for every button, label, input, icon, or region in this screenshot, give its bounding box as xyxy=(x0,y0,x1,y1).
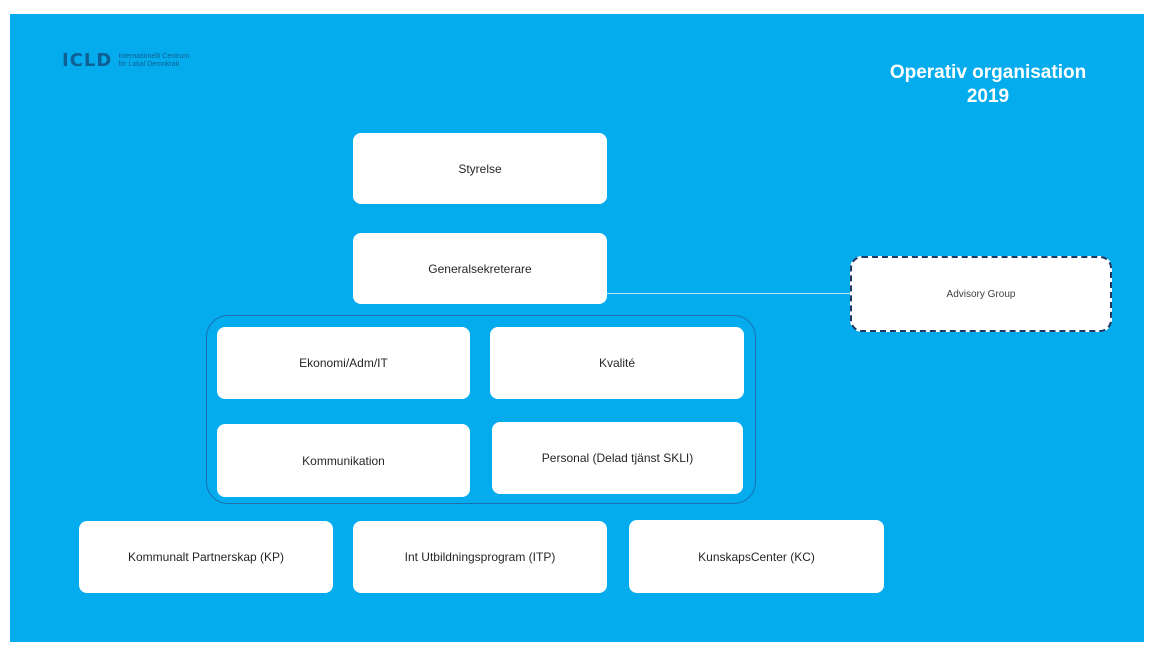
node-kunskapscenter: KunskapsCenter (KC) xyxy=(629,520,884,593)
staff-group-frame xyxy=(206,315,756,504)
connector-line xyxy=(606,293,850,294)
node-ekonomi-adm-it: Ekonomi/Adm/IT xyxy=(217,327,470,399)
icld-logo: ICLD Internationellt Centrum för Lokal D… xyxy=(62,50,189,71)
logo-line-2: för Lokal Demokrati xyxy=(118,60,180,68)
node-advisory-group: Advisory Group xyxy=(850,256,1112,332)
logo-line-1: Internationellt Centrum xyxy=(118,52,190,60)
title-line-1: Operativ organisation xyxy=(889,62,1087,83)
node-styrelse: Styrelse xyxy=(353,133,607,204)
node-kommunikation: Kommunikation xyxy=(217,424,470,497)
node-kommunalt-partnerskap: Kommunalt Partnerskap (KP) xyxy=(79,521,333,593)
slide-background: ICLD Internationellt Centrum för Lokal D… xyxy=(10,14,1144,642)
node-int-utbildningsprogram: Int Utbildningsprogram (ITP) xyxy=(353,521,607,593)
node-personal: Personal (Delad tjänst SKLI) xyxy=(492,422,743,494)
logo-mark: ICLD xyxy=(62,50,113,71)
node-generalsekreterare: Generalsekreterare xyxy=(353,233,607,304)
title-line-2: 2019 xyxy=(966,86,1010,107)
logo-text: Internationellt Centrum för Lokal Demokr… xyxy=(118,53,189,69)
node-kvalite: Kvalité xyxy=(490,327,744,399)
slide-title: Operativ organisation 2019 xyxy=(858,61,1118,109)
